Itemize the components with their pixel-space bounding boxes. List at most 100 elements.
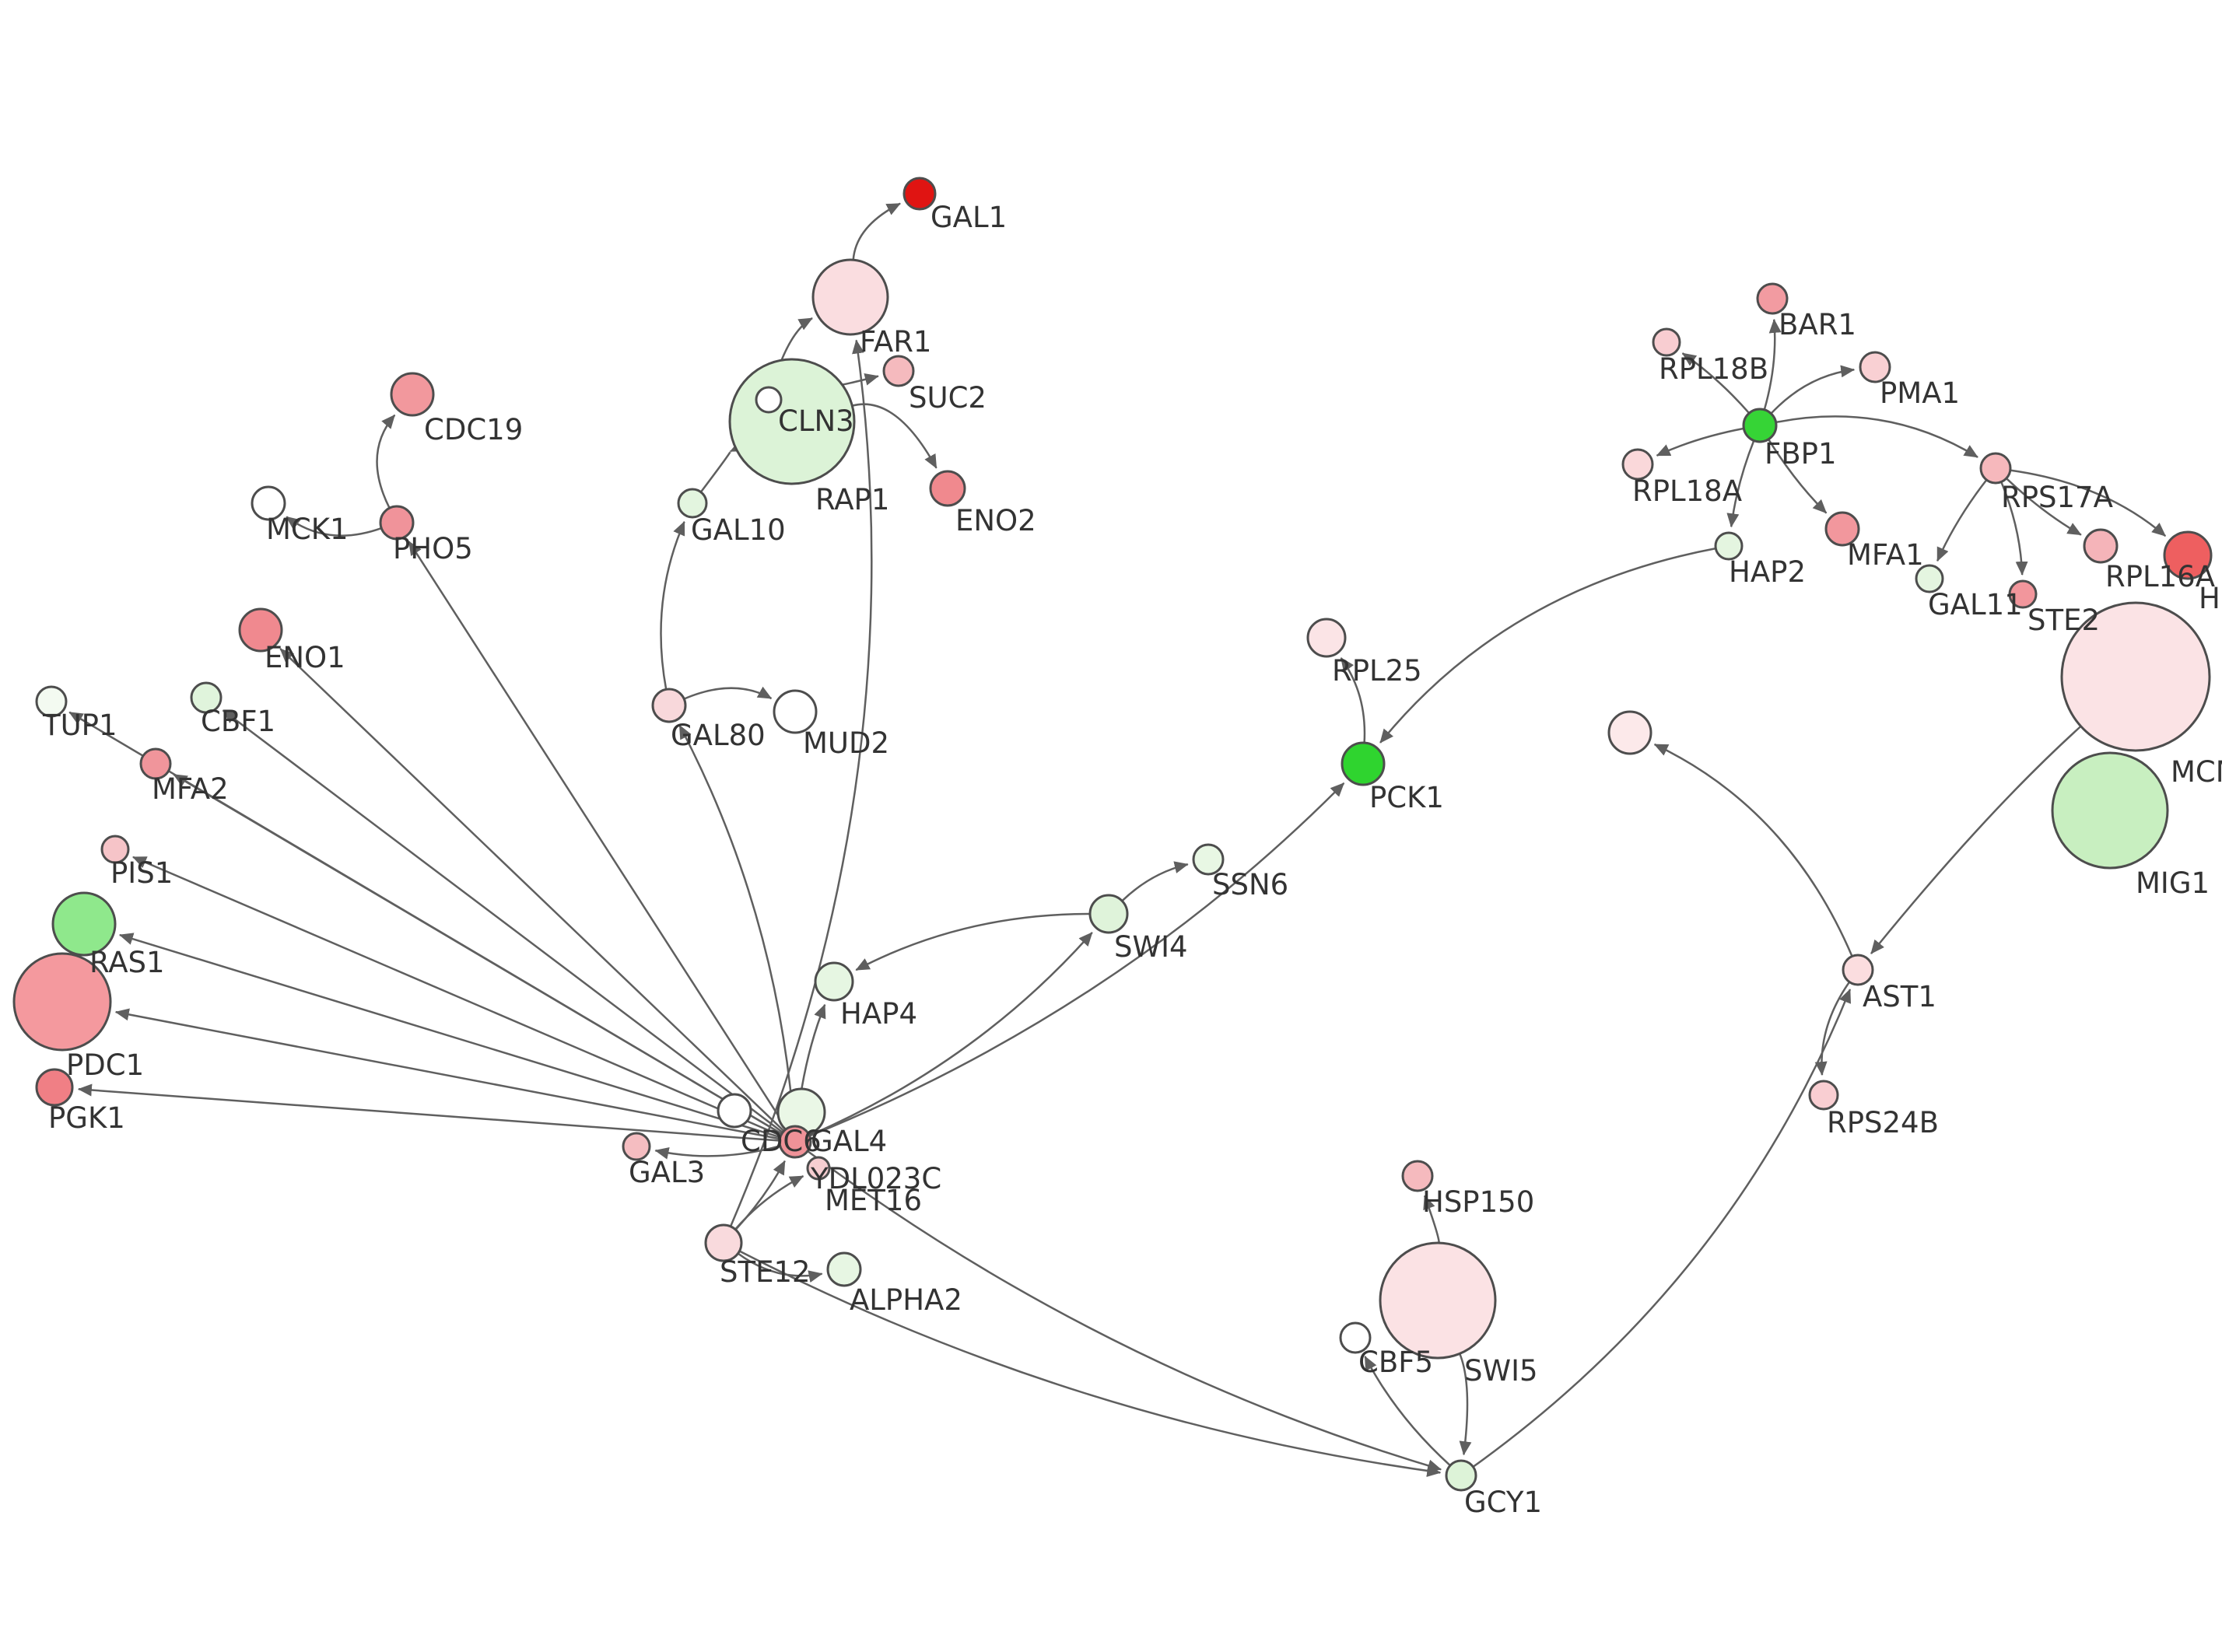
edge-swi5-gcy1[interactable]	[1459, 1353, 1472, 1456]
edge-gal80-mud2[interactable]	[683, 686, 773, 700]
node-eno1[interactable]	[238, 607, 283, 653]
edge-gal4-eno1[interactable]	[279, 648, 785, 1132]
node-pis1[interactable]	[100, 835, 130, 864]
node-rpl25[interactable]	[1306, 618, 1347, 658]
node-pgk1[interactable]	[35, 1068, 74, 1107]
node-met16[interactable]	[806, 1156, 831, 1181]
node-mig1[interactable]	[2051, 751, 2169, 870]
node-ste12[interactable]	[704, 1223, 743, 1262]
edge-gal4-gal3[interactable]	[654, 1145, 781, 1160]
node-rps17a[interactable]	[1979, 452, 2012, 485]
node-mcm1[interactable]	[2060, 601, 2211, 752]
node-mck1[interactable]	[251, 485, 286, 521]
node-gal11[interactable]	[1915, 564, 1944, 593]
edge-rap1-eno2[interactable]	[852, 403, 938, 469]
edge-fbp1-bar1[interactable]	[1763, 318, 1782, 411]
node-pma1[interactable]	[1859, 351, 1891, 383]
node-hsp150[interactable]	[1401, 1160, 1434, 1192]
edge-swi4-ssn6[interactable]	[1121, 861, 1189, 902]
node-rpl16a[interactable]	[2083, 528, 2119, 564]
edge-ste12-gal4[interactable]	[734, 1160, 786, 1230]
node-gal10[interactable]	[677, 488, 708, 519]
edge-swi4-hap4[interactable]	[855, 912, 1091, 971]
edge-fbp1-mfa1[interactable]	[1768, 439, 1828, 514]
edge-rps17a-ste2[interactable]	[2000, 481, 2028, 576]
edge-rps17a-gal11[interactable]	[1936, 479, 1988, 562]
edge-mcm1-ast1[interactable]	[1870, 725, 2082, 954]
edge-ste12-gcy1[interactable]	[738, 1250, 1442, 1477]
edge-gal4-gcy1[interactable]	[807, 1150, 1442, 1472]
node-cbf5[interactable]	[1339, 1321, 1372, 1354]
node-label-ssn6: SSN6	[1212, 868, 1288, 901]
edge-fbp1-rps17a[interactable]	[1775, 415, 1978, 458]
edge-pck1-rpl25[interactable]	[1340, 657, 1366, 744]
node-ast1[interactable]	[1842, 954, 1874, 986]
node-gal80[interactable]	[651, 688, 687, 723]
node-mud2[interactable]	[773, 689, 818, 734]
node-cbf1[interactable]	[190, 681, 223, 714]
edge-ste12-alpha2[interactable]	[737, 1252, 823, 1283]
node-node_u[interactable]	[1607, 710, 1652, 755]
edge-gal4-pis1[interactable]	[132, 856, 782, 1137]
node-pdc1[interactable]	[12, 952, 112, 1052]
node-ste2[interactable]	[2008, 579, 2038, 609]
node-pck1[interactable]	[1341, 741, 1386, 786]
edge-hap2-pck1[interactable]	[1379, 547, 1716, 744]
edge-pho5-cdc19[interactable]	[376, 414, 396, 509]
node-tup1[interactable]	[35, 685, 68, 718]
edge-gcy1-cbf5[interactable]	[1364, 1356, 1451, 1467]
edge-gal4-pho5[interactable]	[408, 541, 788, 1129]
node-cdc19[interactable]	[390, 372, 435, 417]
edge-fbp1-rpl18a[interactable]	[1656, 427, 1744, 457]
edge-gal4-cbf1[interactable]	[222, 709, 783, 1133]
node-fbp1[interactable]	[1742, 408, 1778, 443]
node-alpha2[interactable]	[826, 1251, 862, 1287]
edge-swi5-hsp150[interactable]	[1423, 1195, 1440, 1244]
edge-gal4-pdc1[interactable]	[114, 1008, 780, 1140]
node-gal3[interactable]	[622, 1132, 651, 1161]
node-rps24b[interactable]	[1808, 1080, 1839, 1111]
edge-gal4-swi4[interactable]	[808, 932, 1093, 1137]
node-hap4[interactable]	[814, 961, 854, 1002]
node-mfa2[interactable]	[139, 747, 172, 780]
edge-gcy1-ast1[interactable]	[1472, 989, 1852, 1468]
node-cln3[interactable]	[755, 386, 783, 414]
edge-gal80-gal10[interactable]	[660, 520, 685, 690]
node-ssn6[interactable]	[1192, 843, 1225, 876]
edge-gal10-rap1[interactable]	[699, 439, 745, 493]
edge-pho5-mck1[interactable]	[286, 516, 382, 537]
edge-gal4-gal80[interactable]	[678, 724, 795, 1127]
node-swi4[interactable]	[1088, 894, 1129, 934]
node-his4[interactable]	[2163, 530, 2213, 580]
edge-rps17a-rpl16a[interactable]	[2005, 478, 2082, 536]
node-eno2[interactable]	[929, 470, 966, 507]
edge-ast1-rps24b[interactable]	[1814, 981, 1851, 1076]
node-pho5[interactable]	[379, 505, 415, 541]
node-far1[interactable]	[811, 258, 889, 336]
edge-gal4-pck1[interactable]	[809, 782, 1345, 1137]
edge-ste12-far1[interactable]	[729, 339, 873, 1227]
edge-gal4-tup1[interactable]	[68, 711, 783, 1135]
edge-gal4-ras1[interactable]	[118, 933, 781, 1139]
edge-fbp1-pma1[interactable]	[1770, 365, 1856, 415]
node-ras1[interactable]	[51, 891, 117, 957]
node-mfa1[interactable]	[1824, 511, 1860, 547]
edge-fbp1-rpl18b[interactable]	[1681, 352, 1751, 415]
node-hap2[interactable]	[1714, 531, 1744, 561]
node-swi5[interactable]	[1379, 1241, 1497, 1360]
edge-far1-gal1[interactable]	[852, 202, 901, 261]
edge-ste12-met16[interactable]	[734, 1174, 804, 1230]
node-suc2[interactable]	[882, 355, 915, 387]
node-bar1[interactable]	[1756, 282, 1789, 315]
node-gal1[interactable]	[902, 177, 937, 211]
edge-rps17a-his4[interactable]	[2010, 469, 2167, 537]
node-rpl18a[interactable]	[1621, 448, 1654, 481]
edge-gal4-pgk1[interactable]	[77, 1083, 780, 1142]
node-rpl18b[interactable]	[1652, 327, 1681, 357]
node-gal4[interactable]	[778, 1125, 812, 1159]
node-cdc6[interactable]	[717, 1093, 752, 1129]
edge-ast1-node_u[interactable]	[1653, 743, 1853, 957]
edge-fbp1-hap2[interactable]	[1726, 440, 1755, 528]
node-gcy1[interactable]	[1445, 1459, 1477, 1492]
